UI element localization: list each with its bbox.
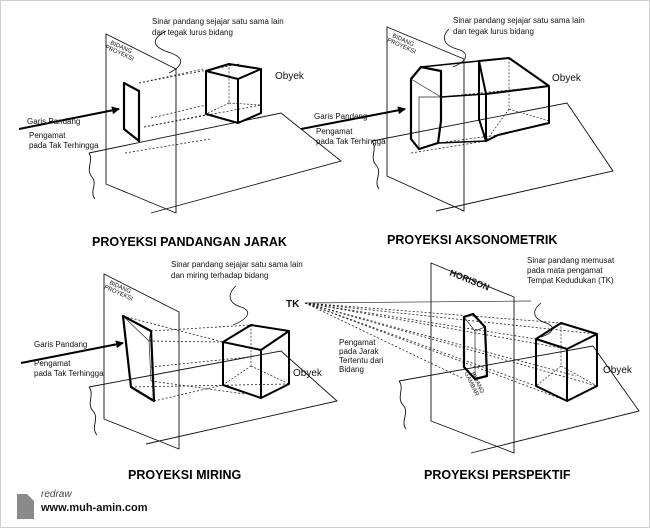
- observer-label-line1: Pengamat: [339, 338, 376, 347]
- panel-title: PROYEKSI PANDANGAN JARAK: [92, 235, 287, 249]
- converging-rays: [304, 302, 598, 402]
- ground-wavy-edge: [88, 386, 98, 436]
- panel-title: PROYEKSI MIRING: [128, 468, 241, 482]
- object-cube: [222, 324, 290, 399]
- panel-perspektif: HORISON BIDANG GAMBAR Sinar pandang memu…: [286, 256, 640, 482]
- projected-shape: [121, 314, 156, 403]
- line-of-sight-arrow: [20, 340, 124, 364]
- plane-label: BIDANG PROYEKSI: [104, 39, 137, 63]
- observer-label-line2: pada Tak Terhingga: [29, 141, 99, 150]
- observer-label-line3: Tertentu dari: [339, 356, 384, 365]
- object-cube: [478, 57, 550, 142]
- rays-note-line2: dan tegak lurus bidang: [152, 28, 233, 37]
- observer-label-line1: Pengamat: [34, 359, 71, 368]
- panel-title: PROYEKSI PERSPEKTIF: [424, 468, 571, 482]
- ground-plane: [88, 112, 342, 214]
- line-of-sight-label: Garis Pandang: [314, 112, 367, 121]
- object-label: Obyek: [275, 71, 305, 82]
- ground-wavy-edge: [88, 152, 96, 200]
- parallel-rays: [122, 315, 290, 402]
- observer-label-line1: Pengamat: [29, 131, 66, 140]
- panel-aksonometrik: BIDANG PROYEKSI Sinar pandang sejajar sa…: [300, 16, 614, 247]
- object-cube: [205, 63, 262, 124]
- ground-plane: [371, 102, 614, 212]
- rays-note-line1: Sinar pandang sejajar satu sama lain: [152, 17, 284, 26]
- projection-plane: [105, 33, 177, 214]
- panel-miring: BIDANG PROYEKSI Sinar pandang sejajar sa…: [20, 260, 338, 482]
- line-of-sight-label: Garis Pandang: [27, 117, 80, 126]
- rays-note-line2: dan tegak lurus bidang: [453, 27, 534, 36]
- picture-plane-label: BIDANG GAMBAR: [462, 369, 485, 399]
- observer-label-line2: pada Jarak: [339, 347, 380, 356]
- picture-plane: [430, 262, 515, 454]
- object-label: Obyek: [293, 368, 323, 379]
- footer-website[interactable]: www.muh-amin.com: [41, 502, 148, 514]
- line-of-sight-arrow: [300, 106, 406, 130]
- horizon-line: [304, 300, 532, 304]
- plane-label: BIDANG PROYEKSI: [386, 32, 419, 56]
- rays-note-line1: Sinar pandang sejajar satu sama lain: [171, 260, 303, 269]
- parallel-rays: [124, 63, 262, 154]
- rays-note-line1: Sinar pandang sejajar satu sama lain: [453, 16, 585, 25]
- line-of-sight-arrow: [18, 106, 120, 130]
- footer-redraw: redraw: [41, 489, 72, 500]
- object-cube: [535, 322, 598, 402]
- rays-note-line2: dan miring terhadap bidang: [171, 271, 268, 280]
- panel-title: PROYEKSI AKSONOMETRIK: [387, 233, 557, 247]
- projection-plane: [386, 26, 465, 212]
- redraw-logo-icon: [17, 494, 34, 519]
- plane-label: BIDANG PROYEKSI: [103, 279, 136, 303]
- projection-plane: [103, 273, 180, 450]
- ground-plane: [88, 350, 338, 445]
- observer-label-line2: pada Tak Terhingga: [34, 369, 104, 378]
- projected-cube: [409, 65, 443, 151]
- rays-note-line3: Tempat Kedudukan (TK): [527, 276, 614, 285]
- ground-wavy-edge: [398, 380, 407, 430]
- ground-plane: [398, 345, 640, 454]
- observer-label-line2: pada Tak Terhingga: [316, 137, 386, 146]
- rays-note-line2: pada mata pengamat: [527, 266, 603, 275]
- projected-square: [122, 81, 141, 143]
- horizon-label: HORISON: [448, 268, 491, 293]
- ground-wavy-edge: [371, 140, 380, 190]
- rays-note-line1: Sinar pandang memusat: [527, 256, 615, 265]
- observer-label-line1: Pengamat: [316, 127, 353, 136]
- projected-shape: [462, 312, 489, 381]
- observer-label-line4: Bidang: [339, 365, 364, 374]
- station-point-label: TK: [286, 299, 300, 310]
- object-label: Obyek: [603, 365, 633, 376]
- projector-edges: [420, 60, 487, 144]
- object-label: Obyek: [552, 73, 582, 84]
- panel-pandangan-jarak: BIDANG PROYEKSI Sinar pandang sejajar sa…: [18, 17, 342, 249]
- line-of-sight-label: Garis Pandang: [34, 340, 87, 349]
